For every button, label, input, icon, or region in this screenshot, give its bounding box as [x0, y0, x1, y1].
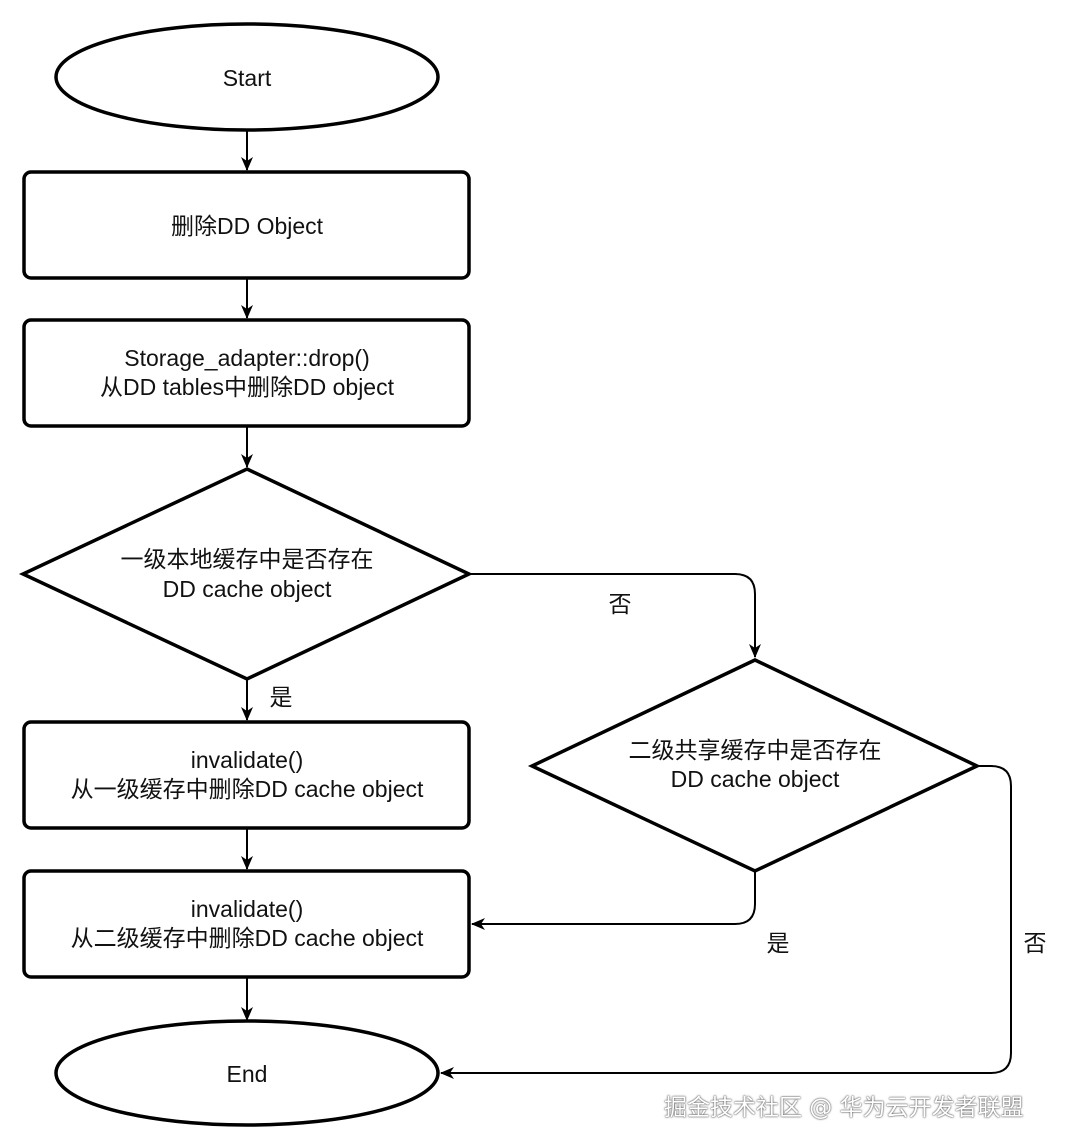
watermark-text: 掘金技术社区 @ 华为云开发者联盟 [664, 1095, 1024, 1121]
invalidate-l2-node: invalidate() 从二级缓存中删除DD cache object [22, 869, 471, 979]
start-label: Start [223, 65, 272, 91]
check-l2-cache-node: 二级共享缓存中是否存在 DD cache object [527, 658, 982, 873]
storage-adapter-drop-node: Storage_adapter::drop() 从DD tables中删除DD … [22, 318, 471, 428]
invalidate-l2-line2: 从二级缓存中删除DD cache object [71, 925, 424, 951]
invalidate-l2-line1: invalidate() [191, 896, 304, 922]
end-node: End [54, 1019, 440, 1127]
edge-label-l2-no: 否 [1024, 930, 1047, 956]
invalidate-l1-node: invalidate() 从一级缓存中删除DD cache object [22, 720, 471, 830]
storage-adapter-drop-line1: Storage_adapter::drop() [124, 345, 370, 371]
edge-check-l2-yes [471, 872, 756, 930]
check-l2-cache-line1: 二级共享缓存中是否存在 [629, 737, 882, 763]
start-node: Start [54, 22, 440, 132]
end-label: End [227, 1061, 268, 1087]
edge-label-l1-yes: 是 [270, 684, 293, 710]
check-l1-cache-line2: DD cache object [163, 576, 332, 602]
edge-check-l2-no [440, 765, 1012, 1079]
check-l1-cache-node: 一级本地缓存中是否存在 DD cache object [18, 467, 474, 681]
check-l2-cache-line2: DD cache object [671, 766, 840, 792]
delete-dd-object-label: 删除DD Object [171, 213, 324, 239]
storage-adapter-drop-line2: 从DD tables中删除DD object [100, 374, 395, 400]
edge-check-l1-no [470, 573, 761, 658]
check-l1-cache-line1: 一级本地缓存中是否存在 [121, 546, 374, 572]
edge-label-l2-yes: 是 [767, 930, 790, 956]
invalidate-l1-line1: invalidate() [191, 747, 304, 773]
delete-dd-object-node: 删除DD Object [22, 170, 471, 280]
invalidate-l1-line2: 从一级缓存中删除DD cache object [71, 776, 424, 802]
edge-label-l1-no: 否 [609, 591, 632, 617]
